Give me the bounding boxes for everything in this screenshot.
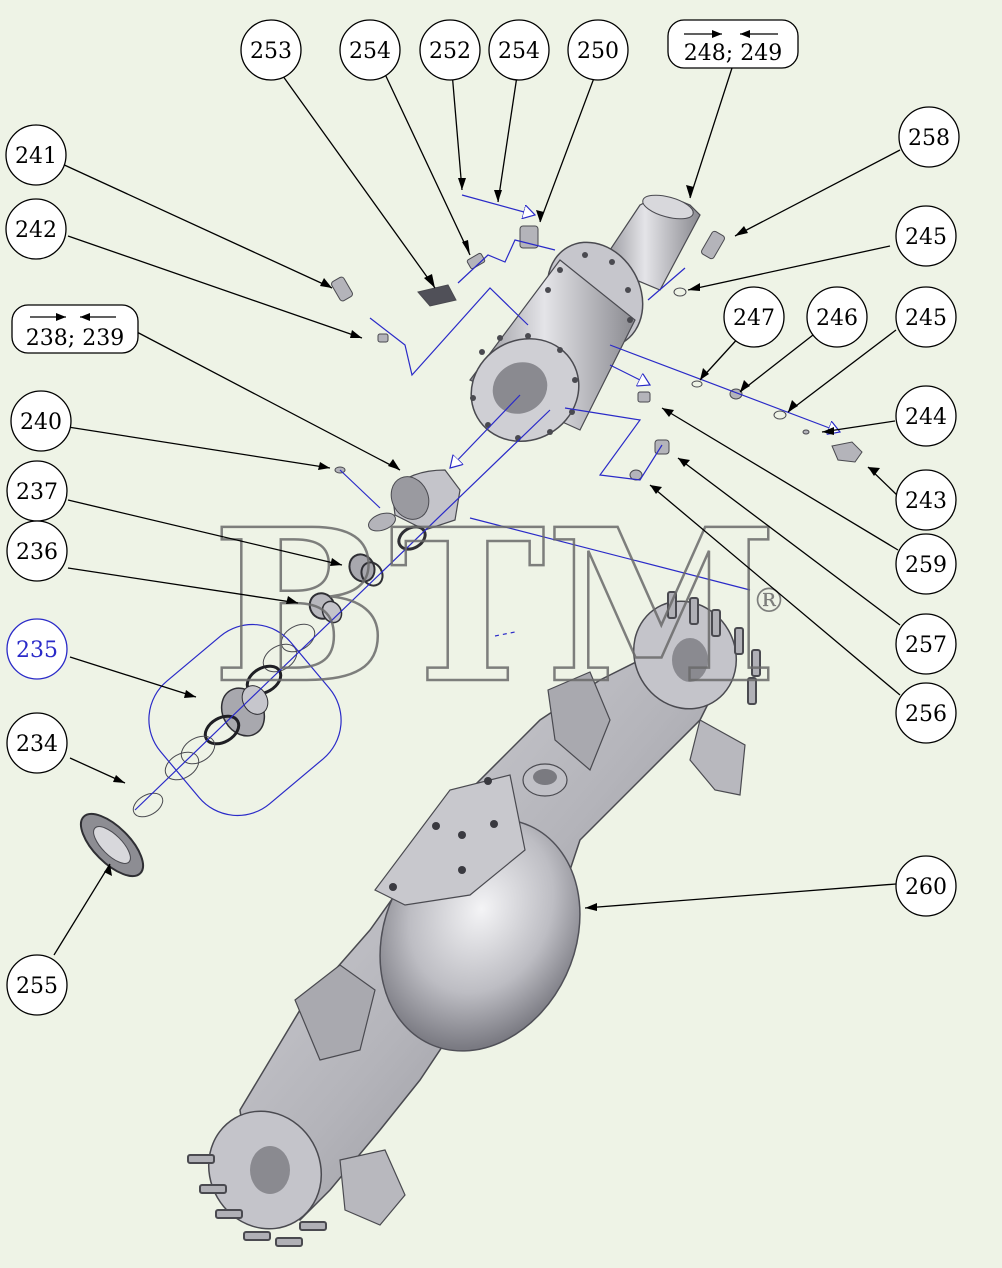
axle-housing-260: [187, 591, 761, 1247]
callout-label: 244: [905, 405, 947, 430]
callout-245-b: 245: [895, 286, 957, 348]
callout-label: 241: [15, 144, 57, 169]
callout-bubbles: 253 254 252 254 250 248; 249 241: [5, 19, 960, 1016]
callout-label: 242: [15, 218, 57, 243]
callout-256: 256: [895, 682, 957, 744]
callout-245-a: 245: [895, 205, 957, 267]
callout-label: 253: [250, 39, 292, 64]
callout-247: 247: [723, 286, 785, 348]
callout-label: 247: [733, 306, 775, 331]
callout-254-a: 254: [339, 19, 401, 81]
hub-component-stack: [79, 469, 461, 878]
callout-243: 243: [895, 469, 957, 531]
callout-label: 237: [16, 480, 58, 505]
callout-label: 245: [905, 225, 947, 250]
callout-label: 254: [349, 39, 391, 64]
callout-248-249: 248; 249: [667, 19, 799, 69]
callout-242: 242: [5, 198, 67, 260]
callout-241: 241: [5, 124, 67, 186]
leader-arrowheads: [104, 178, 880, 911]
callout-255: 255: [6, 954, 68, 1016]
callout-236: 236: [6, 520, 68, 582]
callout-238-239: 238; 239: [11, 304, 139, 354]
callout-label: 245: [905, 306, 947, 331]
callout-label: 256: [905, 702, 947, 727]
callout-label: 240: [20, 410, 62, 435]
callout-label: 250: [577, 39, 619, 64]
stub-axle-248-249: [469, 194, 701, 443]
callout-label: 234: [16, 732, 58, 757]
callout-label: 248; 249: [684, 41, 782, 66]
callout-250: 250: [567, 19, 629, 81]
callout-label: 258: [908, 126, 950, 151]
callout-label: 246: [816, 306, 858, 331]
callout-244: 244: [895, 385, 957, 447]
callout-237: 237: [6, 460, 68, 522]
callout-label: 238; 239: [26, 326, 124, 351]
assembly-lines: [134, 194, 840, 817]
callout-252: 252: [419, 19, 481, 81]
btm-watermark: BTM ®: [211, 482, 786, 732]
callout-254-b: 254: [488, 19, 550, 81]
callout-235: 235: [6, 618, 68, 680]
watermark-registered-mark: ®: [752, 581, 786, 621]
callout-253: 253: [240, 19, 302, 81]
callout-246: 246: [806, 286, 868, 348]
leader-lines: [53, 67, 901, 956]
callout-234: 234: [6, 712, 68, 774]
watermark-text: BTM: [212, 483, 778, 730]
callout-label: 243: [905, 489, 947, 514]
callout-label: 257: [905, 633, 947, 658]
callout-260: 260: [895, 855, 957, 917]
callout-258: 258: [898, 106, 960, 168]
callout-label: 259: [905, 553, 947, 578]
callout-240: 240: [10, 390, 72, 452]
callout-label: 252: [429, 39, 471, 64]
callout-259: 259: [895, 533, 957, 595]
callout-label: 255: [16, 974, 58, 999]
callout-label: 235: [16, 638, 58, 663]
callout-label: 254: [498, 39, 540, 64]
callout-257: 257: [895, 613, 957, 675]
callout-label: 236: [16, 540, 58, 565]
callout-label: 260: [905, 875, 947, 900]
